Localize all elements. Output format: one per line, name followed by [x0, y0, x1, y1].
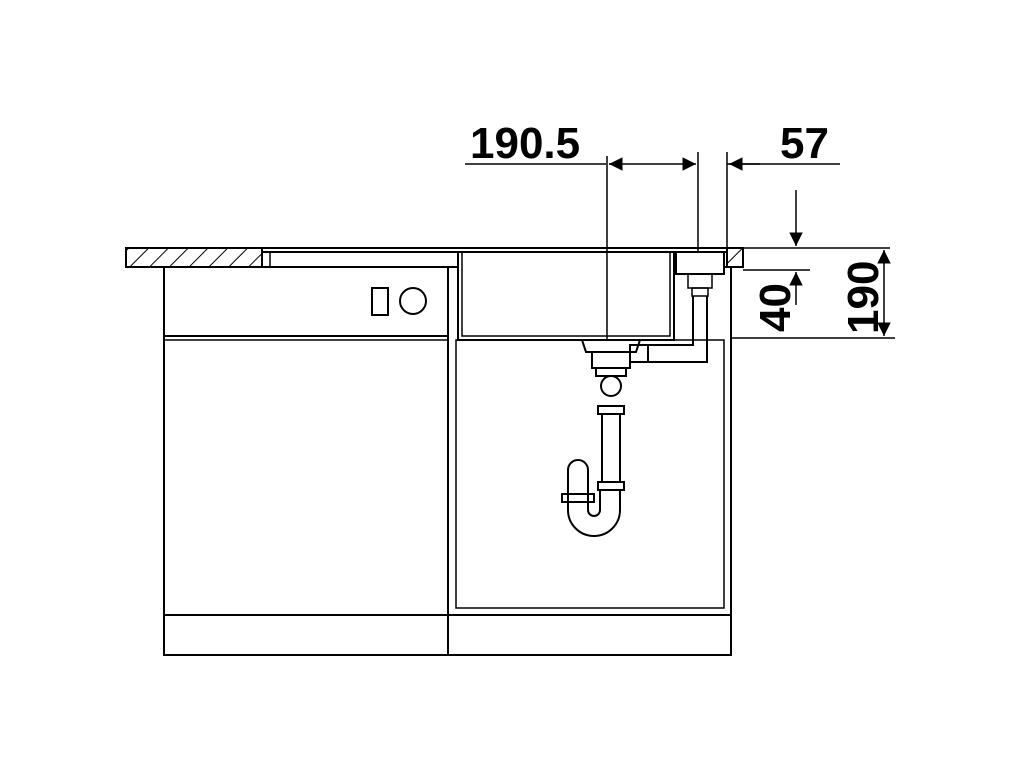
overflow-hose: [648, 296, 708, 363]
drain-trap: [561, 339, 649, 537]
dimension-label-40: 40: [751, 283, 800, 332]
dimension-bowl-depth-total: 190: [731, 250, 895, 339]
overflow-housing: [675, 251, 725, 275]
sink-bowl-inner: [461, 251, 671, 337]
sink-bowl-outline: [457, 251, 675, 341]
sink-cabinet-inner-outline: [455, 339, 725, 609]
drain-basket: [580, 339, 642, 353]
overflow-nut: [687, 273, 713, 289]
dimension-bowl-depth-small: 40: [743, 190, 890, 332]
dimension-label-57: 57: [780, 119, 829, 168]
drain-overflow-inlet: [629, 344, 649, 363]
dimension-label-190-5: 190.5: [470, 119, 580, 168]
drain-body: [591, 351, 631, 369]
overflow-fitting: [648, 251, 725, 363]
dimension-drain-offset: 57: [726, 119, 840, 248]
dimension-label-190: 190: [839, 261, 888, 334]
overflow-connector: [691, 287, 709, 297]
drain-nut-1: [595, 367, 627, 377]
dishwasher-cabinet: [163, 266, 449, 656]
dishwasher-knob-icon: [399, 287, 427, 315]
trap-u-bend: [567, 459, 621, 537]
dishwasher-outline: [163, 266, 449, 656]
drain-nut-3: [597, 481, 625, 491]
countertop-hatched-left: [125, 247, 263, 268]
drain-nut-2: [597, 405, 625, 415]
sink-bowl: [457, 251, 675, 341]
drain-tailpiece-joint: [600, 375, 622, 397]
trap-nut: [561, 493, 595, 503]
drain-tailpiece: [601, 413, 621, 483]
dimension-sink-offset: 190.5: [465, 119, 699, 340]
countertop-hatched-right: [726, 247, 744, 268]
dishwasher-button-icon: [371, 287, 389, 316]
